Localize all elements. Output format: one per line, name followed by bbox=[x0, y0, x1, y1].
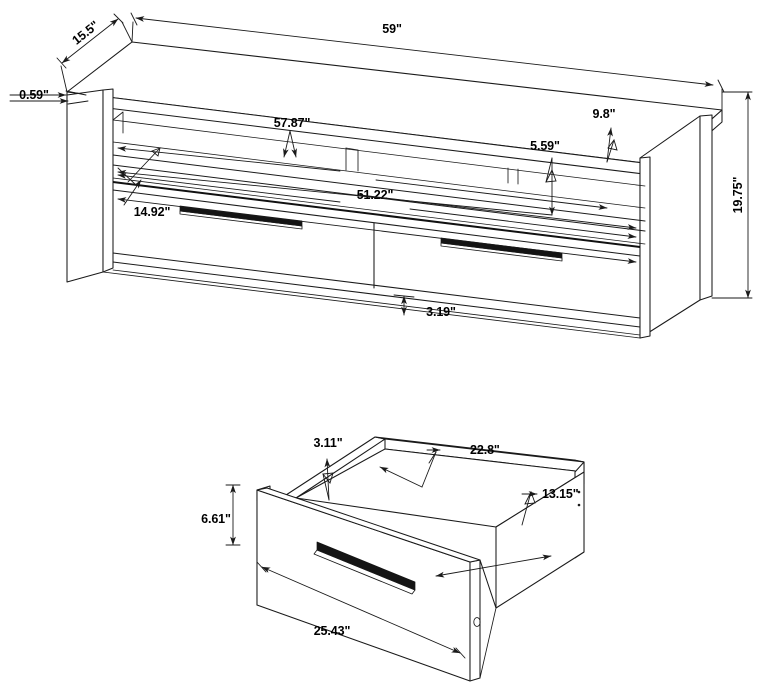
dim-label-overall-depth: 15.5" bbox=[70, 18, 102, 48]
console-drawer-handle-left[interactable] bbox=[179, 205, 303, 230]
dim-drawer-opening-width: 51.22" bbox=[117, 173, 637, 239]
dim-base-clearance: 3.19" bbox=[393, 294, 456, 319]
dim-label-drawer-side-height: 3.11" bbox=[313, 436, 342, 450]
dim-label-shelf-opening-height: 5.59" bbox=[530, 139, 560, 153]
dim-label-overall-width: 59" bbox=[382, 22, 402, 36]
dim-upper-shelf-height: 9.8" bbox=[593, 107, 618, 163]
drawer-fastener-marks bbox=[473, 490, 581, 627]
dim-label-top-thickness: 0.59" bbox=[19, 88, 49, 102]
dim-top-thickness: 0.59" bbox=[9, 88, 89, 105]
dim-label-upper-shelf-height: 9.8" bbox=[593, 107, 616, 121]
dim-shelf-opening-height: 5.59" bbox=[530, 139, 560, 216]
console-left-side-panel bbox=[66, 88, 114, 283]
dim-drawer-front-height: 6.61" bbox=[201, 484, 241, 546]
console-top-panel bbox=[66, 41, 723, 177]
dim-label-left-shelf-depth: 14.92" bbox=[134, 205, 171, 219]
dim-label-drawer-front-height: 6.61" bbox=[201, 512, 231, 526]
dim-drawer-front-width: 25.43" bbox=[256, 561, 466, 659]
dim-drawer-side-height: 3.11" bbox=[313, 436, 343, 501]
console-right-side-panel bbox=[639, 114, 713, 339]
dim-label-base-clearance: 3.19" bbox=[426, 305, 456, 319]
dim-shelf-inner-width: 57.87" bbox=[274, 116, 311, 158]
drawer-front-right-join bbox=[479, 559, 497, 679]
console-base-edge bbox=[102, 271, 641, 339]
console-drawer-handle-right[interactable] bbox=[440, 237, 563, 262]
console-extension-lines bbox=[117, 145, 637, 264]
dim-overall-width: 59" bbox=[130, 12, 725, 111]
dim-label-overall-height: 19.75" bbox=[731, 177, 745, 214]
drawer-view: 3.11" 22.8" 13.15" bbox=[201, 436, 585, 682]
dim-label-drawer-front-width: 25.43" bbox=[314, 624, 351, 638]
dim-label-drawer-inner-depth: 13.15" bbox=[542, 487, 579, 501]
dim-label-drawer-inner-width: 22.8" bbox=[470, 443, 500, 457]
dim-drawer-inner-width: 22.8" bbox=[379, 443, 500, 488]
dim-label-shelf-inner-width: 57.87" bbox=[274, 116, 311, 130]
tv-console-view: 59" 15.5" 19.75" bbox=[9, 12, 753, 339]
dim-overall-height: 19.75" bbox=[711, 91, 753, 299]
console-drawer-bank bbox=[112, 181, 641, 336]
